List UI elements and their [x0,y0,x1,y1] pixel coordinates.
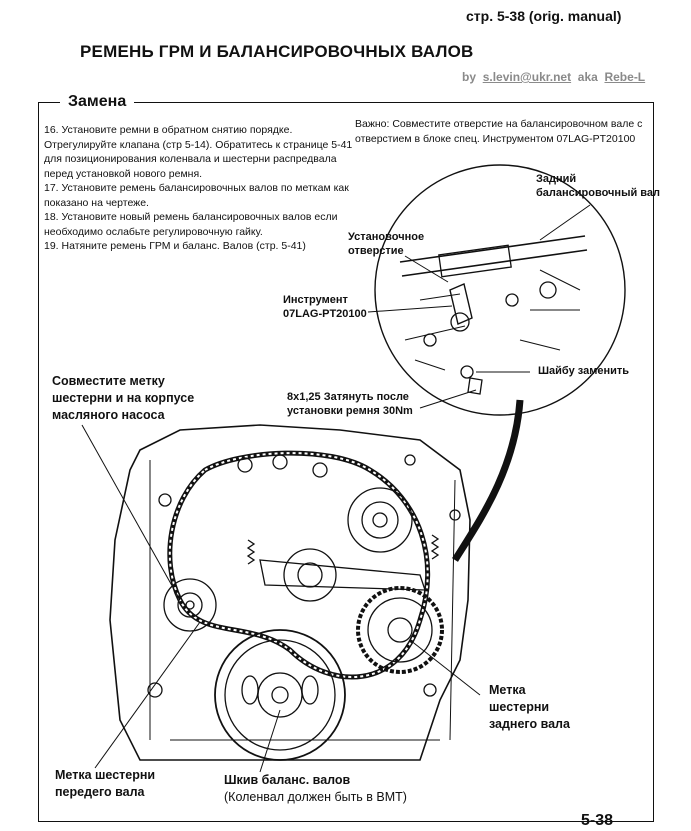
callout-rear-gear-mark: Метка шестерни заднего вала [489,683,570,731]
instruction-steps: 16. Установите ремни в обратном снятию п… [44,123,354,254]
author-alias: Rebe-L [604,70,646,84]
callout-rear-balance-shaft: Задний балансировочный вал [536,173,661,199]
page-reference: стр. 5-38 (orig. manual) [466,8,622,24]
step-16: 16. Установите ремни в обратном снятию п… [44,124,353,180]
callout-tool: Инструмент 07LAG-PT20100 [283,294,367,320]
important-note: Важно: Совместите отверстие на балансиро… [355,118,643,145]
step-18: 18. Установите новый ремень балансировоч… [44,211,338,238]
detail-magnifier [374,164,626,416]
page-title: РЕМЕНЬ ГРМ И БАЛАНСИРОВОЧНЫХ ВАЛОВ [80,42,474,61]
author-line: by s.levin@ukr.net aka Rebe-L [462,70,645,84]
callout-front-gear-mark: Метка шестерни передего вала [55,768,156,799]
callout-washer: Шайбу заменить [538,365,630,377]
author-email: s.levin@ukr.net [482,70,572,84]
callout-pulley-note: (Коленвал должен быть в BMT) [224,790,407,804]
aka-label: aka [577,70,598,84]
callout-install-hole: Установочное отверстие [348,231,425,257]
callout-oil-pump-mark: Совместите метку шестерни и на корпусе м… [52,374,195,422]
step-17: 17. Установите ремень балансировочных ва… [44,182,349,209]
step-19: 19. Натяните ремень ГРМ и баланс. Валов … [44,240,306,252]
section-frame [38,102,654,822]
page-number: 5-38 [581,812,614,829]
section-label: Замена [60,93,135,111]
by-label: by [462,70,477,84]
callout-bolt-torque: 8x1,25 Затянуть после установки ремня 30… [287,391,413,417]
callout-pulley: Шкив баланс. валов [224,773,351,787]
